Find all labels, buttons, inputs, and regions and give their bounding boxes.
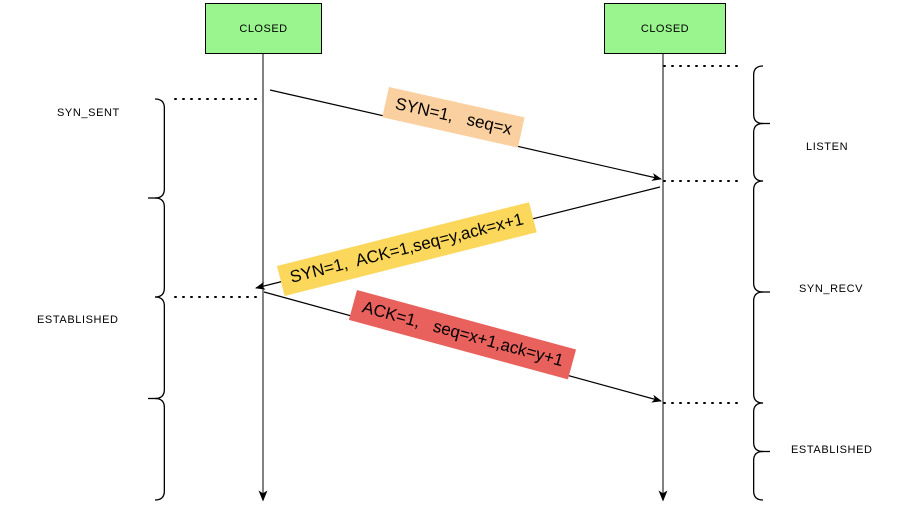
participant-label-server: CLOSED [640,22,690,35]
state-label-syn-sent: SYN_SENT [57,107,120,119]
state-label-established-server: ESTABLISHED [791,444,873,456]
participant-box-server[interactable]: CLOSED [604,3,726,54]
state-label-listen: LISTEN [806,141,849,153]
state-label-syn-recv: SYN_RECV [799,283,864,295]
participant-box-client[interactable]: CLOSED [205,3,322,54]
message-label-ack[interactable]: ACK=1, seq=x+1,ack=y+1 [348,290,577,380]
state-label-established-client: ESTABLISHED [37,314,119,326]
participant-label-client: CLOSED [239,22,288,35]
message-label-syn-ack[interactable]: SYN=1, ACK=1,seq=y,ack=x+1 [277,202,537,296]
message-label-syn[interactable]: SYN=1, seq=x [382,87,525,148]
